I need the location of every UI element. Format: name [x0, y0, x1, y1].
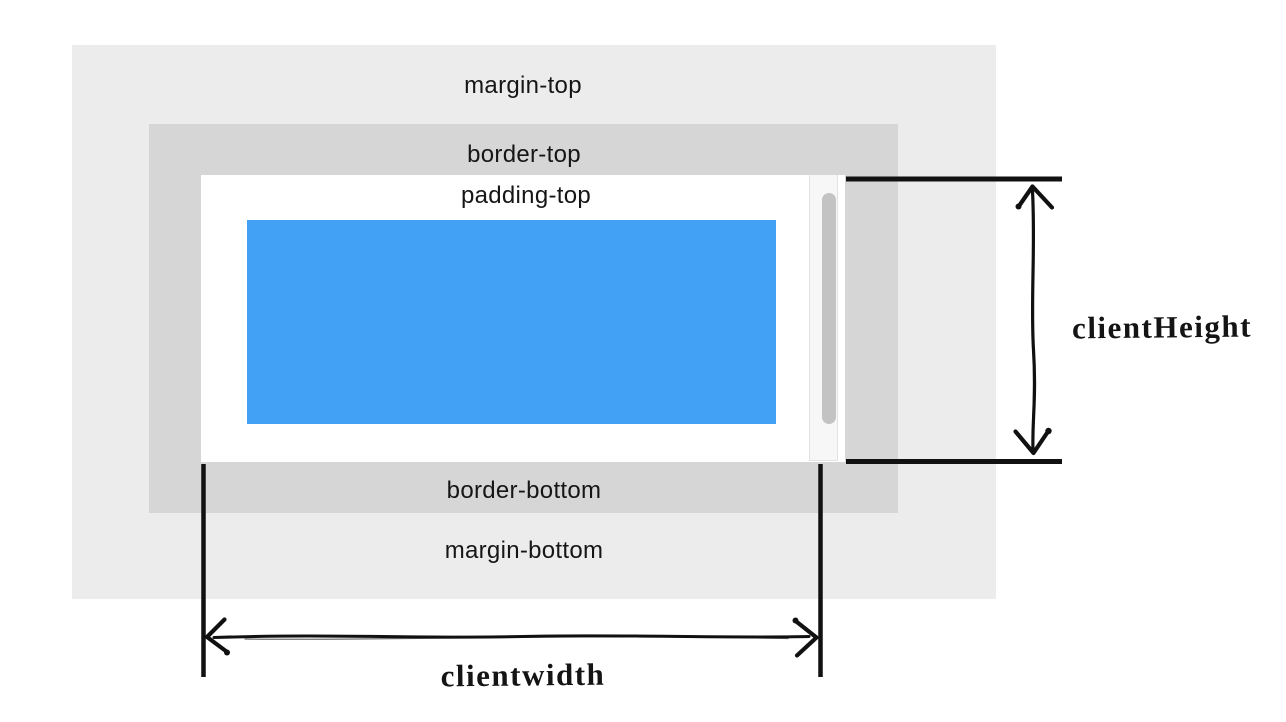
client-height-arrow-shaft [1030, 189, 1037, 453]
margin-top-label: margin-top [464, 72, 582, 99]
client-height-arrowhead-bottom-blob [1045, 427, 1052, 435]
client-height-arrow-shaft-texture [1031, 211, 1035, 433]
client-width-arrow-shaft [212, 634, 811, 639]
content-box [247, 220, 776, 424]
client-width-arrowhead-left-icon [204, 617, 229, 654]
client-width-arrow-shaft-texture [244, 636, 789, 640]
client-width-arrowhead-right-icon [792, 618, 819, 658]
client-height-arrowhead-top-blob [1015, 203, 1022, 210]
scrollbar-thumb[interactable] [822, 193, 836, 424]
client-height-label: clientHeight [1071, 308, 1253, 346]
scrollbar-track[interactable] [809, 175, 838, 461]
client-width-arrowhead-left-blob [224, 649, 230, 656]
client-height-arrowhead-top-icon [1016, 184, 1055, 210]
client-height-arrowhead-bottom-icon [1013, 429, 1051, 456]
border-top-label: border-top [467, 141, 581, 168]
margin-bottom-label: margin-bottom [444, 537, 604, 564]
client-width-arrowhead-right-blob [792, 617, 799, 624]
border-bottom-label: border-bottom [446, 477, 602, 504]
client-width-label: clientwidth [440, 656, 606, 694]
padding-top-label: padding-top [460, 182, 592, 209]
